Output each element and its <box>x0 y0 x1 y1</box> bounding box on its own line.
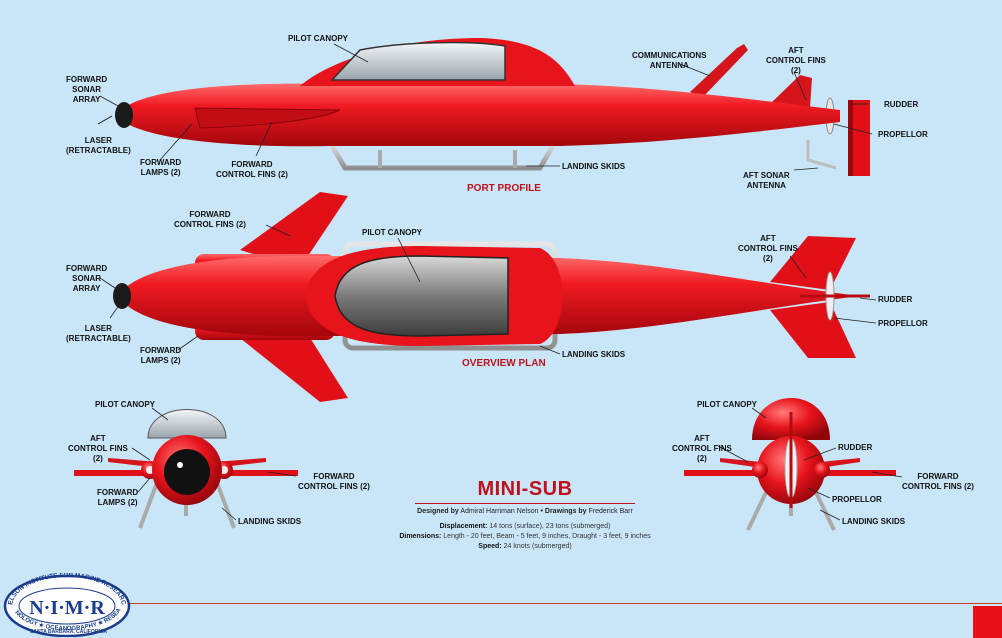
spec-speed-value: 24 knots (submerged) <box>503 543 572 550</box>
aft-fin-lower <box>770 302 856 358</box>
aft-control-fin-profile <box>770 75 812 108</box>
spec-displacement-label: Displacement: <box>439 523 488 530</box>
label-front-landing-skids: LANDING SKIDS <box>238 517 302 526</box>
rudder-profile <box>848 100 870 176</box>
pilot-canopy-plan <box>334 255 509 337</box>
label-profile-aft-control-fins: AFT CONTROL FINS (2) <box>766 46 826 75</box>
label-profile-communications-antenna: COMMUNICATIONS ANTENNA <box>632 51 707 70</box>
hull-profile <box>120 83 840 147</box>
forward-fin-upper <box>240 192 348 268</box>
label-front-forward-control-fins: FORWARD CONTROL FINS (2) <box>298 472 370 491</box>
landing-skids-profile <box>327 140 558 171</box>
title-underline <box>415 503 635 504</box>
forward-fin-lower <box>240 322 348 402</box>
label-plan-landing-skids: LANDING SKIDS <box>562 350 626 359</box>
port-profile-view <box>97 38 870 176</box>
drawings-by-label: Drawings by <box>544 508 587 515</box>
credits-line: Designed by Admiral Harriman Nelson • Dr… <box>360 507 690 517</box>
footer-rule <box>130 603 1002 604</box>
credit-separator: • <box>540 508 543 515</box>
forward-control-fin-profile <box>194 107 341 129</box>
label-profile-pilot-canopy: PILOT CANOPY <box>288 34 349 43</box>
corner-red-square <box>973 606 1002 638</box>
label-front-forward-lamps: FORWARD LAMPS (2) <box>97 488 139 507</box>
spec-dimensions-label: Dimensions: <box>399 533 442 540</box>
spec-dimensions: Dimensions: Length - 20 feet, Beam - 5 f… <box>360 532 690 542</box>
label-plan-aft-control-fins: AFT CONTROL FINS (2) <box>738 234 798 263</box>
label-rear-pilot-canopy: PILOT CANOPY <box>697 400 758 409</box>
label-rear-propellor: PROPELLOR <box>832 495 882 504</box>
spec-displacement-value: 14 tons (surface), 23 tons (submerged) <box>489 523 611 530</box>
sonar-nose-front <box>164 449 210 495</box>
aft-fin-upper <box>770 236 856 290</box>
sonar-nose-profile <box>115 102 133 128</box>
communications-antenna <box>690 44 748 98</box>
label-profile-aft-sonar-antenna: AFT SONAR ANTENNA <box>743 171 790 190</box>
label-front-aft-control-fins: AFT CONTROL FINS (2) <box>68 434 128 463</box>
label-profile-landing-skids: LANDING SKIDS <box>562 162 626 171</box>
label-profile-propellor: PROPELLOR <box>878 130 928 139</box>
label-front-pilot-canopy: PILOT CANOPY <box>95 400 156 409</box>
view-title-overview-plan: OVERVIEW PLAN <box>462 358 546 369</box>
label-plan-forward-sonar-array: FORWARD SONAR ARRAY <box>66 264 108 293</box>
view-title-port-profile: PORT PROFILE <box>467 183 541 194</box>
logo-initials: N·I·M·R <box>29 597 105 619</box>
label-plan-pilot-canopy: PILOT CANOPY <box>362 228 423 237</box>
artist-name: Frederick Barr <box>588 508 633 515</box>
title-block: MINI-SUB Designed by Admiral Harriman Ne… <box>360 478 690 552</box>
label-plan-forward-lamps: FORWARD LAMPS (2) <box>140 346 182 365</box>
label-plan-forward-control-fins: FORWARD CONTROL FINS (2) <box>174 210 246 229</box>
spec-speed-label: Speed: <box>478 543 502 550</box>
sonar-nose-plan <box>113 283 131 309</box>
label-profile-laser: LASER (RETRACTABLE) <box>66 136 131 155</box>
nimr-logo: NELSON INSTITUTE FOR MARINE RESEARCH TEC… <box>2 573 131 637</box>
spec-speed: Speed: 24 knots (submerged) <box>360 542 690 552</box>
label-rear-aft-control-fins: AFT CONTROL FINS (2) <box>672 434 732 463</box>
label-rear-landing-skids: LANDING SKIDS <box>842 517 906 526</box>
aft-sonar-antenna <box>806 140 837 170</box>
rear-view <box>684 398 896 531</box>
spec-dimensions-value: Length - 20 feet, Beam - 5 feet, 9 inche… <box>443 533 651 540</box>
label-plan-rudder: RUDDER <box>878 295 913 304</box>
label-rear-rudder: RUDDER <box>838 443 873 452</box>
label-profile-forward-lamps: FORWARD LAMPS (2) <box>140 158 182 177</box>
label-profile-forward-sonar-array: FORWARD SONAR ARRAY <box>66 75 108 104</box>
pilot-canopy-front <box>147 409 227 439</box>
label-plan-laser: LASER (RETRACTABLE) <box>66 324 131 343</box>
front-view <box>74 409 298 529</box>
spec-displacement: Displacement: 14 tons (surface), 23 tons… <box>360 522 690 532</box>
forward-control-fin-front <box>220 470 298 476</box>
main-title: MINI-SUB <box>477 478 573 500</box>
label-profile-forward-control-fins: FORWARD CONTROL FINS (2) <box>216 160 288 179</box>
leader-lines <box>99 43 903 521</box>
pilot-canopy-profile <box>330 41 506 81</box>
designed-by-label: Designed by <box>417 508 459 515</box>
label-rear-forward-control-fins: FORWARD CONTROL FINS (2) <box>902 472 974 491</box>
forward-control-fin-rear <box>822 470 896 476</box>
logo-location: SANTA BARBARA, CALIFORNIA <box>30 629 107 635</box>
label-profile-rudder: RUDDER <box>884 100 919 109</box>
overview-plan-view <box>113 192 870 402</box>
designer-name: Admiral Harriman Nelson <box>460 508 539 515</box>
label-plan-propellor: PROPELLOR <box>878 319 928 328</box>
